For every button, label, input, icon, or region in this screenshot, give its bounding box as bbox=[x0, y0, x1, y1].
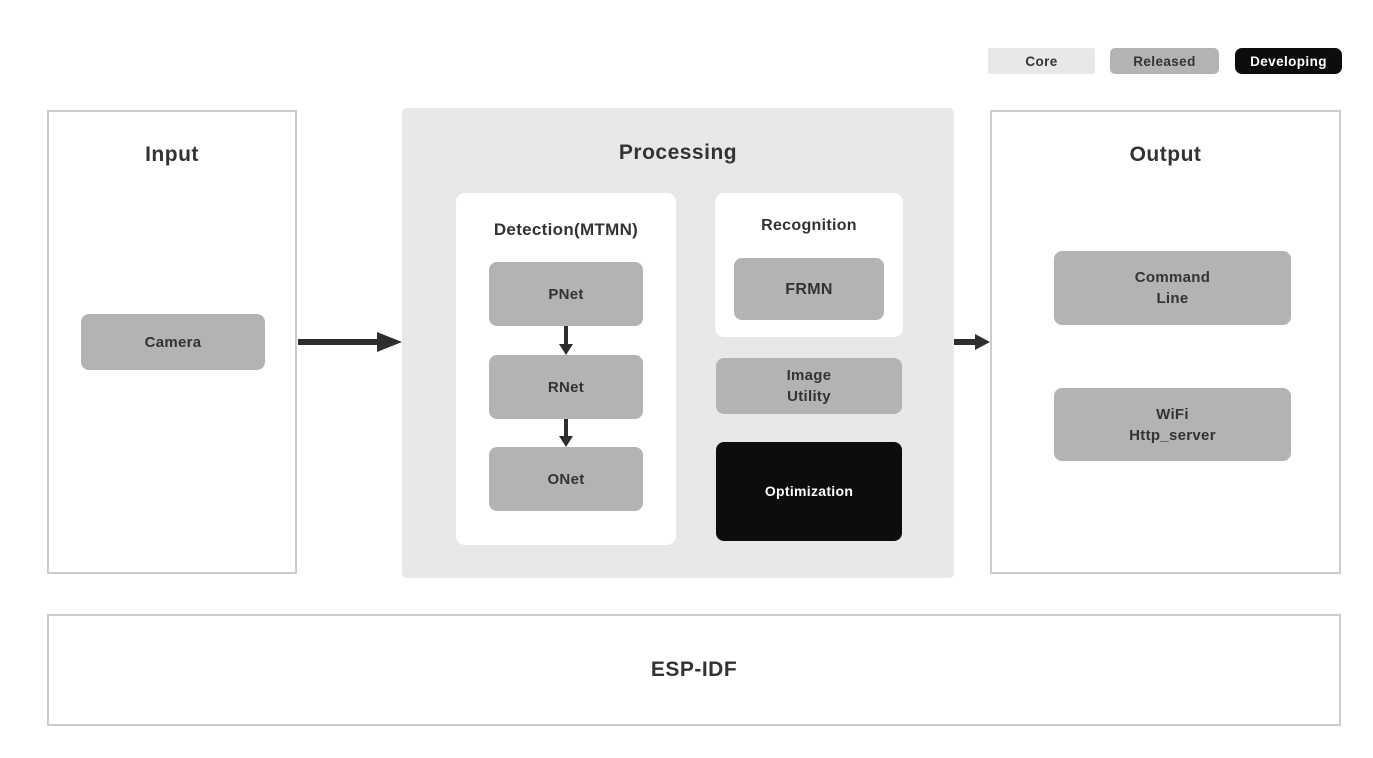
detection-panel: Detection(MTMN) PNet RNet ONet bbox=[456, 193, 676, 545]
arrow-input-to-processing bbox=[298, 332, 402, 352]
detection-panel-title: Detection(MTMN) bbox=[493, 220, 639, 239]
arrow-shaft bbox=[298, 339, 379, 345]
onet-node: ONet bbox=[489, 447, 643, 511]
input-panel: Input Camera bbox=[47, 110, 297, 574]
pnet-node: PNet bbox=[489, 262, 643, 326]
arrow-rnet-to-onet bbox=[559, 419, 573, 447]
frmn-node: FRMN bbox=[734, 258, 884, 320]
output-panel: Output Command Line WiFi Http_server bbox=[990, 110, 1341, 574]
esp-idf-panel: ESP-IDF bbox=[47, 614, 1341, 726]
camera-node: Camera bbox=[81, 314, 265, 370]
recognition-panel-title: Recognition bbox=[761, 217, 857, 234]
optimization-node: Optimization bbox=[716, 442, 902, 541]
arrow-pnet-to-rnet bbox=[559, 326, 573, 355]
arrow-processing-to-output bbox=[954, 334, 990, 350]
image-utility-node: Image Utility bbox=[716, 358, 902, 414]
recognition-panel: Recognition FRMN bbox=[715, 193, 903, 337]
arrow-head-icon bbox=[975, 334, 990, 350]
esp-idf-title: ESP-IDF bbox=[650, 658, 738, 681]
arrow-shaft bbox=[564, 326, 568, 345]
arrow-shaft bbox=[954, 339, 976, 345]
rnet-node: RNet bbox=[489, 355, 643, 419]
processing-panel: Processing Detection(MTMN) PNet RNet ONe… bbox=[402, 108, 954, 578]
output-panel-title: Output bbox=[1129, 143, 1202, 166]
arrow-head-icon bbox=[559, 344, 573, 355]
command-line-node: Command Line bbox=[1054, 251, 1291, 325]
arrow-head-icon bbox=[559, 436, 573, 447]
legend-developing-badge: Developing bbox=[1235, 48, 1342, 74]
legend-released-badge: Released bbox=[1110, 48, 1219, 74]
arrow-shaft bbox=[564, 419, 568, 437]
legend-core-badge: Core bbox=[988, 48, 1095, 74]
processing-panel-title: Processing bbox=[618, 141, 738, 164]
wifi-http-server-node: WiFi Http_server bbox=[1054, 388, 1291, 461]
arrow-head-icon bbox=[377, 332, 402, 352]
input-panel-title: Input bbox=[145, 143, 199, 166]
